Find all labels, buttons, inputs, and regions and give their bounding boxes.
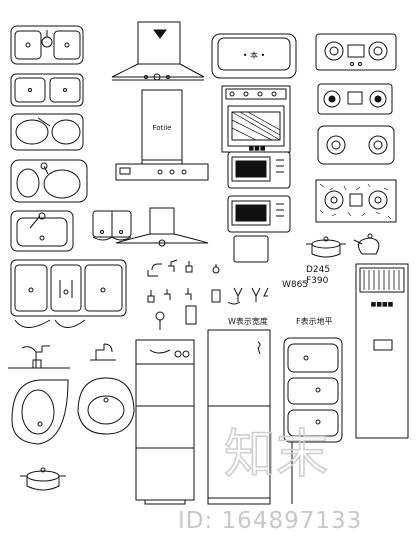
tall-sink-cabinet [283,337,343,504]
washbasin-vanity [77,377,135,435]
range-hood-elevation: Fotile [115,89,209,181]
watermark-logo: 知末 [224,425,328,485]
faucet-elevation [8,345,70,369]
f-label: F390 [306,276,329,286]
microwave-2 [227,195,291,233]
built-in-cooktop-plan: • 本 • [211,33,297,79]
corner-double-sink [10,159,88,203]
undermount-double-sink [92,210,132,241]
gas-stove-2 [317,83,393,115]
site-watermark: 知末 ID: 164897133 [178,424,362,534]
slim-hood-elevation [115,207,209,247]
built-in-oven [221,85,291,153]
hood-brand-label: Fotile [152,124,171,132]
floor-caption: F表示地平 [296,316,333,326]
double-sink-drainboard [10,25,84,65]
dimension-labels: D245 F390 W865 F表示地平 [282,265,333,326]
pot-and-kettle [306,233,380,258]
chimney-hood-elevation [111,21,205,81]
small-fixtures [155,287,269,330]
microwave-badge: ■■■ [248,145,265,152]
faucet-icons [147,259,221,303]
gas-stove-3 [317,125,395,165]
microwave-1: ■■■ [227,145,291,189]
oval-basin-countertop [11,379,69,445]
watermark-id: ID: 164897133 [178,508,362,534]
fridge-double-door: W表示宽度 [207,316,271,505]
w-label: W865 [282,280,308,290]
double-square-sink [10,73,84,107]
faucet-side [90,343,116,361]
fridge-bottom-freezer [135,339,195,505]
d-label: D245 [306,265,330,275]
single-sink [10,210,74,252]
gas-stove-1 [315,33,397,71]
width-caption: W表示宽度 [228,316,268,326]
double-round-sink [10,113,84,151]
triple-sink [10,259,127,328]
cooktop-badge: • 本 • [243,50,266,60]
ac-brand: ■■■■ [371,301,394,308]
toaster [233,235,269,263]
floor-air-conditioner: ■■■■ [355,263,409,439]
pot-symbol [20,467,66,491]
granite-stove [315,179,397,223]
